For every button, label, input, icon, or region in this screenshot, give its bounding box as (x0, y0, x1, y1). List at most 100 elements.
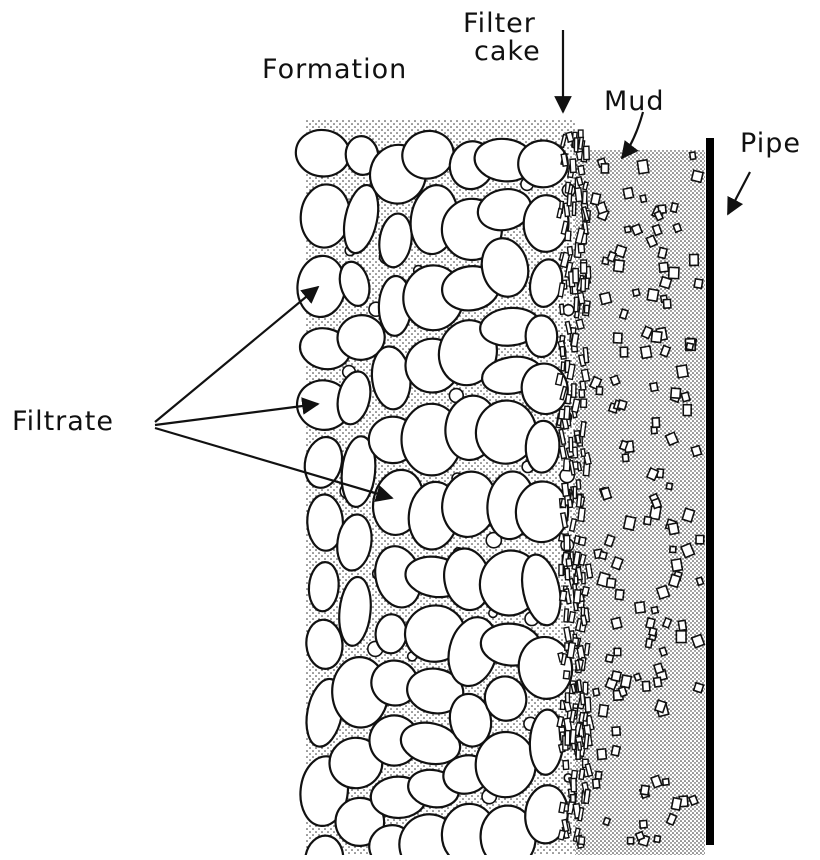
cake-particle (570, 159, 576, 172)
cake-particle (570, 730, 576, 744)
cake-particle (575, 188, 582, 202)
cake-particle (560, 304, 564, 314)
mud-solid (654, 836, 660, 843)
mud-solid (593, 779, 600, 788)
mud-solid (663, 779, 670, 786)
cake-particle (583, 191, 587, 203)
mud-solid (597, 749, 606, 760)
mud-solid (601, 164, 608, 173)
cake-particle (564, 609, 568, 622)
cake-particle (563, 760, 569, 769)
mud-solid (599, 551, 607, 559)
mud-solid (671, 388, 681, 398)
cake-particle (581, 615, 587, 625)
mud-solid (671, 798, 681, 810)
mud-solid (622, 454, 628, 462)
pipe-label: Pipe (740, 130, 801, 157)
mud-solid (636, 832, 645, 841)
mud-solid (658, 248, 667, 259)
mud-solid (618, 400, 627, 410)
cake-particle (567, 247, 572, 256)
cake-particle (561, 362, 565, 371)
cake-particle (571, 795, 576, 803)
cake-particle (580, 422, 586, 437)
filtrate-label: Filtrate (12, 408, 114, 435)
mud-solid (694, 683, 704, 693)
filter-cake-label-line1: Filter (463, 10, 536, 37)
mud-solid (633, 289, 640, 296)
cake-particle (564, 406, 570, 419)
cake-particle (584, 305, 589, 313)
cake-particle (579, 537, 586, 545)
mud-solid (614, 260, 625, 272)
mud-solid (659, 647, 667, 656)
cake-particle (584, 146, 590, 159)
cake-particle (583, 348, 588, 363)
mud-solid (613, 333, 621, 343)
formation-grain (475, 731, 537, 798)
cake-particle (574, 297, 578, 312)
cake-particle (585, 697, 591, 712)
mud-solid (650, 383, 658, 392)
mud-solid (635, 602, 645, 613)
mud-solid (614, 648, 621, 655)
mud-solid (659, 262, 668, 272)
mud-solid (624, 516, 636, 530)
mud-solid (643, 681, 650, 691)
mud-solid (676, 631, 686, 643)
mud-solid (683, 405, 691, 416)
mud-solid (652, 498, 662, 508)
mud-solid (660, 277, 672, 289)
mud-solid (654, 677, 662, 687)
cake-particle (579, 769, 585, 780)
cake-particle (571, 778, 576, 791)
mud-solid (640, 820, 647, 828)
mud-solid (690, 152, 696, 160)
mud-solid (596, 387, 602, 395)
mud-solid (666, 483, 672, 490)
cake-particle (584, 643, 589, 655)
mud-solid (600, 292, 612, 304)
cake-particle (564, 536, 570, 551)
mud-solid (694, 279, 703, 288)
mud-solid (651, 331, 662, 342)
mud-solid (606, 654, 614, 662)
cake-particle (576, 319, 584, 329)
mud-solid (671, 559, 682, 571)
mud-solid (646, 639, 653, 648)
mud-solid (623, 188, 633, 199)
mud-solid (691, 170, 703, 182)
mud-solid (668, 523, 679, 535)
cake-particle (574, 138, 578, 152)
mud-solid (611, 618, 622, 629)
cake-particle (572, 384, 576, 397)
mud-solid (612, 727, 620, 736)
formation-grain (525, 315, 557, 357)
mud-solid (691, 446, 701, 457)
mud-solid (641, 346, 652, 358)
mud-solid (607, 578, 616, 588)
mud-solid (640, 195, 646, 202)
mud-solid (603, 818, 610, 826)
cake-particle (565, 569, 570, 580)
mud-solid (621, 675, 632, 688)
cake-particle (573, 269, 579, 283)
mud-solid (669, 267, 679, 278)
filter-cake-label-line2: cake (474, 38, 541, 65)
cake-particle (581, 399, 587, 407)
cake-particle (578, 742, 582, 750)
cake-particle (579, 137, 584, 149)
cake-particle (569, 437, 573, 451)
cake-particle (560, 347, 565, 357)
cake-particle (584, 789, 590, 803)
cake-particle (573, 552, 580, 565)
mud-solid (615, 590, 624, 600)
pipe-arrow (728, 172, 750, 214)
mud-solid (652, 418, 659, 428)
mud-solid (593, 688, 600, 695)
cake-particle (566, 559, 572, 567)
cake-particle (565, 731, 570, 746)
mud-solid (628, 838, 634, 844)
